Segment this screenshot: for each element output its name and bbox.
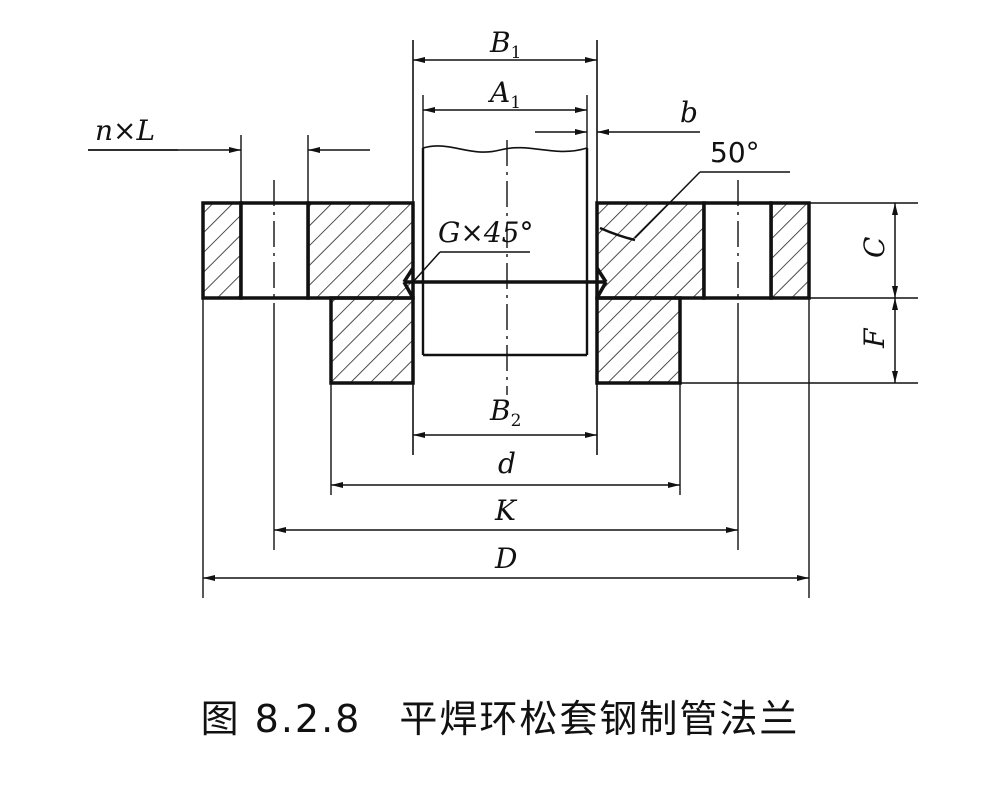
label-D: D	[494, 542, 517, 575]
leader-50deg	[634, 171, 701, 239]
weld-ring	[329, 296, 682, 385]
pipe	[412, 40, 598, 455]
label-F: F	[858, 327, 891, 349]
label-d: d	[498, 447, 516, 480]
center-lines	[273, 140, 739, 395]
flange-ring	[201, 201, 811, 300]
dimension-lines	[88, 57, 898, 581]
ring-left-outer	[201, 201, 243, 300]
label-b: b	[680, 96, 698, 129]
leader-chamfer	[412, 251, 441, 283]
label-A1: A1	[487, 76, 521, 113]
label-K: K	[494, 494, 518, 527]
label-angle: 50°	[710, 136, 760, 169]
figure-caption: 图 8.2.8 平焊环松套钢制管法兰	[0, 688, 1000, 743]
ring-left-inner	[306, 201, 415, 300]
chamfer-lines	[402, 267, 608, 299]
label-B2: B2	[489, 394, 521, 431]
ring-right-inner	[595, 201, 706, 300]
ring-right-outer	[769, 201, 811, 300]
label-chamfer: G×45°	[438, 216, 533, 249]
figure-title: 平焊环松套钢制管法兰	[399, 697, 800, 741]
leaders	[88, 149, 790, 283]
label-C: C	[858, 237, 891, 258]
extension-lines	[202, 95, 918, 598]
figure-number: 图 8.2.8	[200, 697, 362, 741]
label-nL: n×L	[95, 114, 155, 147]
label-B1: B1	[489, 26, 521, 63]
weld-ring-left	[329, 296, 415, 385]
weld-ring-right	[595, 296, 682, 385]
